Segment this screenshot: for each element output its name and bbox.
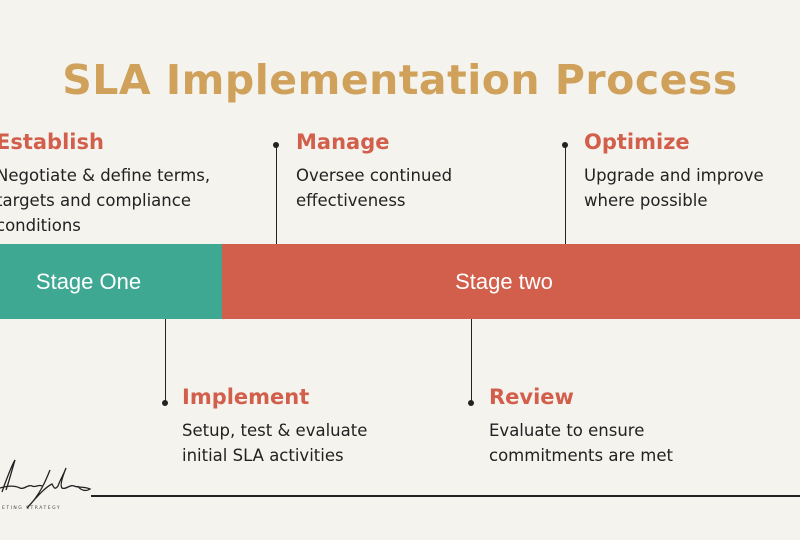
step-heading: Manage: [296, 130, 390, 154]
step-description: Upgrade and improve where possible: [584, 166, 764, 210]
step-heading: Review: [489, 385, 574, 409]
connector-line: [275, 145, 277, 244]
step-optimize: Optimize Upgrade and improve where possi…: [584, 130, 764, 213]
step-heading: Establish: [0, 130, 104, 154]
step-manage: Manage Oversee continued effectiveness: [296, 130, 452, 213]
step-implement: Implement Setup, test & evaluate initial…: [182, 385, 367, 468]
step-heading: Optimize: [584, 130, 690, 154]
signature-logo: ETING STRATEGY: [0, 459, 92, 511]
stage-two-bar: Stage two: [222, 244, 800, 319]
step-heading: Implement: [182, 385, 310, 409]
svg-text:ETING STRATEGY: ETING STRATEGY: [2, 505, 61, 511]
step-description: Oversee continued effectiveness: [296, 166, 453, 210]
connector-dot: [468, 400, 474, 406]
stage-label: Stage One: [35, 268, 142, 294]
step-review: Review Evaluate to ensure commitments ar…: [489, 385, 673, 468]
connector-line: [470, 319, 472, 403]
step-description: Setup, test & evaluate initial SLA activ…: [182, 421, 368, 465]
footer-divider: [91, 495, 800, 497]
connector-dot: [162, 400, 168, 406]
connector-line: [164, 319, 166, 403]
stage-one-bar: Stage One: [0, 244, 222, 319]
connector-line: [564, 145, 566, 244]
step-description: Negotiate & define terms, targets and co…: [0, 166, 211, 235]
step-establish: Establish Negotiate & define terms, targ…: [0, 130, 210, 238]
page-title: SLA Implementation Process: [62, 56, 738, 104]
step-description: Evaluate to ensure commitments are met: [489, 421, 673, 465]
stage-label: Stage two: [455, 268, 553, 294]
